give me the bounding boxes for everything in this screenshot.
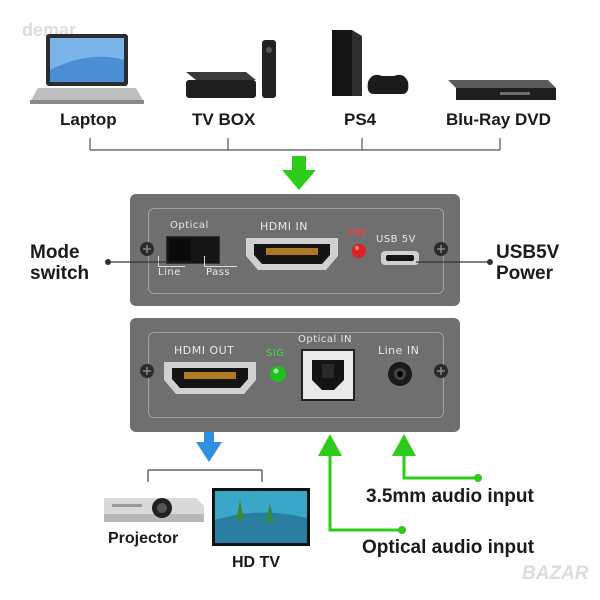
usb-label: USB 5V [376, 234, 416, 245]
hdmi-out-label: HDMI OUT [174, 344, 235, 357]
pass-label: Pass [206, 267, 231, 278]
optical-label: Optical [170, 220, 209, 231]
pw-label: PW [348, 226, 367, 239]
optical-input-label: Optical audio input [362, 537, 535, 558]
source-label-blu-ray: Blu-Ray DVD [446, 110, 551, 129]
footer-watermark: BAZAR [522, 563, 589, 584]
screw-icon [140, 364, 154, 378]
source-devices [30, 30, 556, 151]
mode-switch-label: Mode switch [30, 242, 90, 284]
optical-in-label: Optical IN [298, 334, 352, 345]
output-label-hd-tv: HD TV [232, 554, 280, 571]
hd-tv-icon [212, 488, 310, 546]
output-arrow-icon [196, 432, 222, 462]
audio-input-label: 3.5mm audio input [366, 486, 534, 507]
screw-icon [434, 242, 448, 256]
laptop-icon [30, 34, 144, 104]
line-in-label: Line IN [378, 344, 420, 357]
ps4-icon [332, 30, 409, 96]
optical-in-port[interactable] [300, 348, 356, 402]
top-panel: Optical Line Pass HDMI IN PW USB 5V [130, 194, 460, 306]
sig-label: SIG [266, 348, 285, 359]
mode-switch[interactable] [166, 236, 220, 264]
source-label-tv-box: TV BOX [192, 110, 256, 129]
input-arrow-icon [282, 156, 316, 190]
source-label-ps4: PS4 [344, 110, 377, 129]
blu-ray-icon [448, 80, 556, 100]
signal-led-icon [270, 366, 286, 382]
power-led-icon [352, 244, 366, 258]
output-label-projector: Projector [108, 530, 179, 547]
hdmi-in-port[interactable] [242, 234, 342, 274]
screw-icon [434, 364, 448, 378]
hdmi-in-label: HDMI IN [260, 220, 308, 233]
tv-box-icon [186, 40, 276, 98]
hdmi-out-port[interactable] [160, 358, 260, 398]
source-label-laptop: Laptop [60, 110, 117, 129]
usb-power-label: USB5V Power [496, 242, 560, 284]
line-in-port[interactable] [386, 360, 414, 388]
screw-icon [140, 242, 154, 256]
line-label: Line [158, 267, 181, 278]
bottom-panel: HDMI OUT SIG Optical IN Line IN [130, 318, 460, 432]
projector-icon [104, 498, 204, 522]
source-bracket [89, 138, 501, 151]
usb-port[interactable] [380, 250, 420, 266]
